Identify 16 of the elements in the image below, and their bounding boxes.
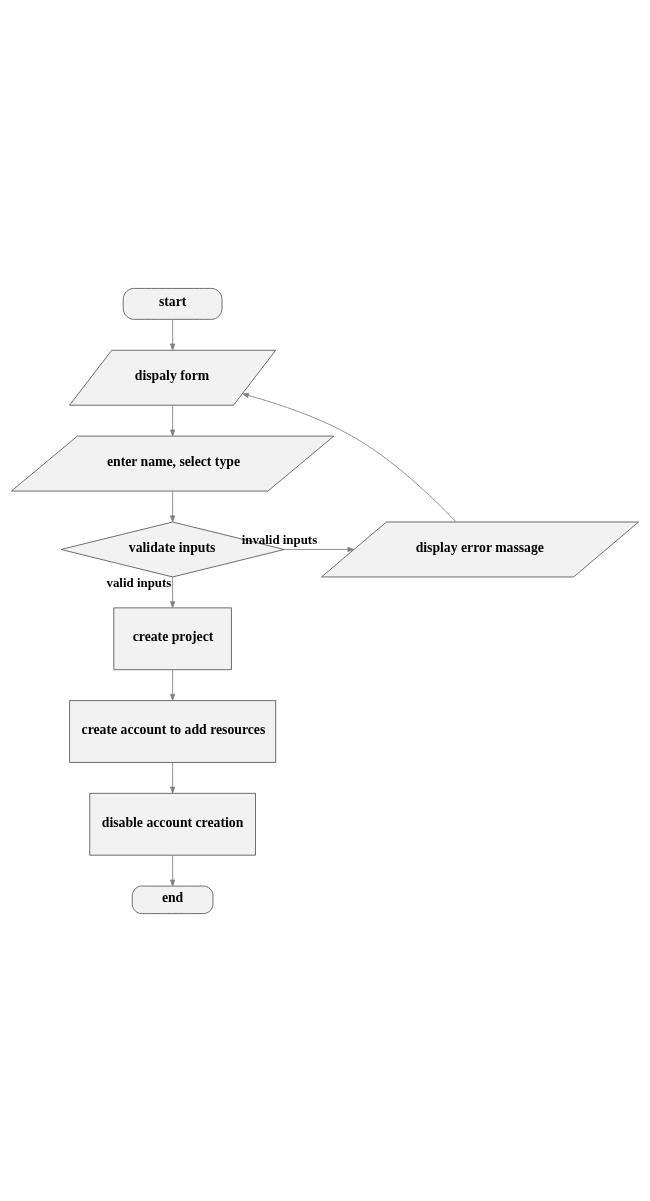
arrow <box>170 668 176 701</box>
edge-label: valid inputs <box>106 575 172 590</box>
node-box: disable account creation <box>89 792 256 856</box>
arrow <box>170 404 176 436</box>
node-box: end <box>131 885 214 914</box>
arrow <box>283 546 355 552</box>
arrow <box>170 761 176 793</box>
node-box: create account to add resources <box>69 699 277 763</box>
arrow <box>242 392 457 522</box>
node-box: create project <box>113 606 232 670</box>
arrow <box>170 490 176 522</box>
arrow <box>170 318 176 350</box>
arrow <box>170 854 176 886</box>
arrow <box>170 576 176 608</box>
edge-label: invalid inputs <box>241 532 318 547</box>
node-box: start <box>122 287 223 320</box>
